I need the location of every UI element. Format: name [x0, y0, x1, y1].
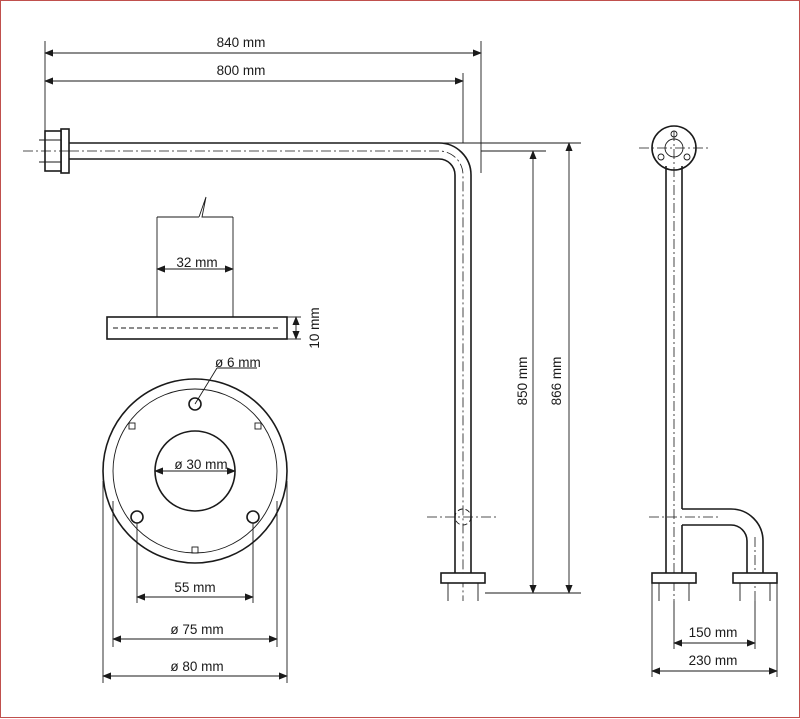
- screw-hole-left: [130, 510, 144, 524]
- label-10: 10 mm: [307, 307, 322, 348]
- tube-inner-edge: [69, 158, 456, 573]
- screw-hole-top: [188, 397, 202, 411]
- label-75: ø 75 mm: [170, 622, 223, 637]
- floor-flange: [440, 572, 486, 584]
- round-flange-plan: ø 6 mm ø 30 mm 55 mm ø 75 mm ø 80 mm: [102, 355, 288, 683]
- label-30: ø 30 mm: [174, 457, 227, 472]
- label-32: 32 mm: [176, 255, 217, 270]
- label-230: 230 mm: [689, 653, 738, 668]
- label-6: ø 6 mm: [215, 355, 261, 370]
- label-150: 150 mm: [689, 625, 738, 640]
- screw-hole-right: [246, 510, 260, 524]
- tube-outer-edge: [69, 142, 472, 573]
- label-80: ø 80 mm: [170, 659, 223, 674]
- foot-flange-left: [651, 572, 697, 584]
- side-view: 150 mm 230 mm: [639, 125, 778, 677]
- flange-outer-circle: [102, 378, 288, 564]
- label-866: 866 mm: [549, 357, 564, 406]
- label-840: 840 mm: [217, 35, 266, 50]
- connector-outer-edge: [682, 508, 764, 573]
- flange-section-detail: 32 mm 10 mm: [106, 196, 322, 349]
- connector-inner-edge: [682, 524, 748, 573]
- foot-flange-right: [732, 572, 778, 584]
- break-line: [198, 196, 233, 218]
- flange-profile: [106, 316, 288, 340]
- label-800: 800 mm: [217, 63, 266, 78]
- label-55: 55 mm: [174, 580, 215, 595]
- label-850: 850 mm: [515, 357, 530, 406]
- front-view: 840 mm 800 mm 850 mm 866 mm: [23, 35, 581, 601]
